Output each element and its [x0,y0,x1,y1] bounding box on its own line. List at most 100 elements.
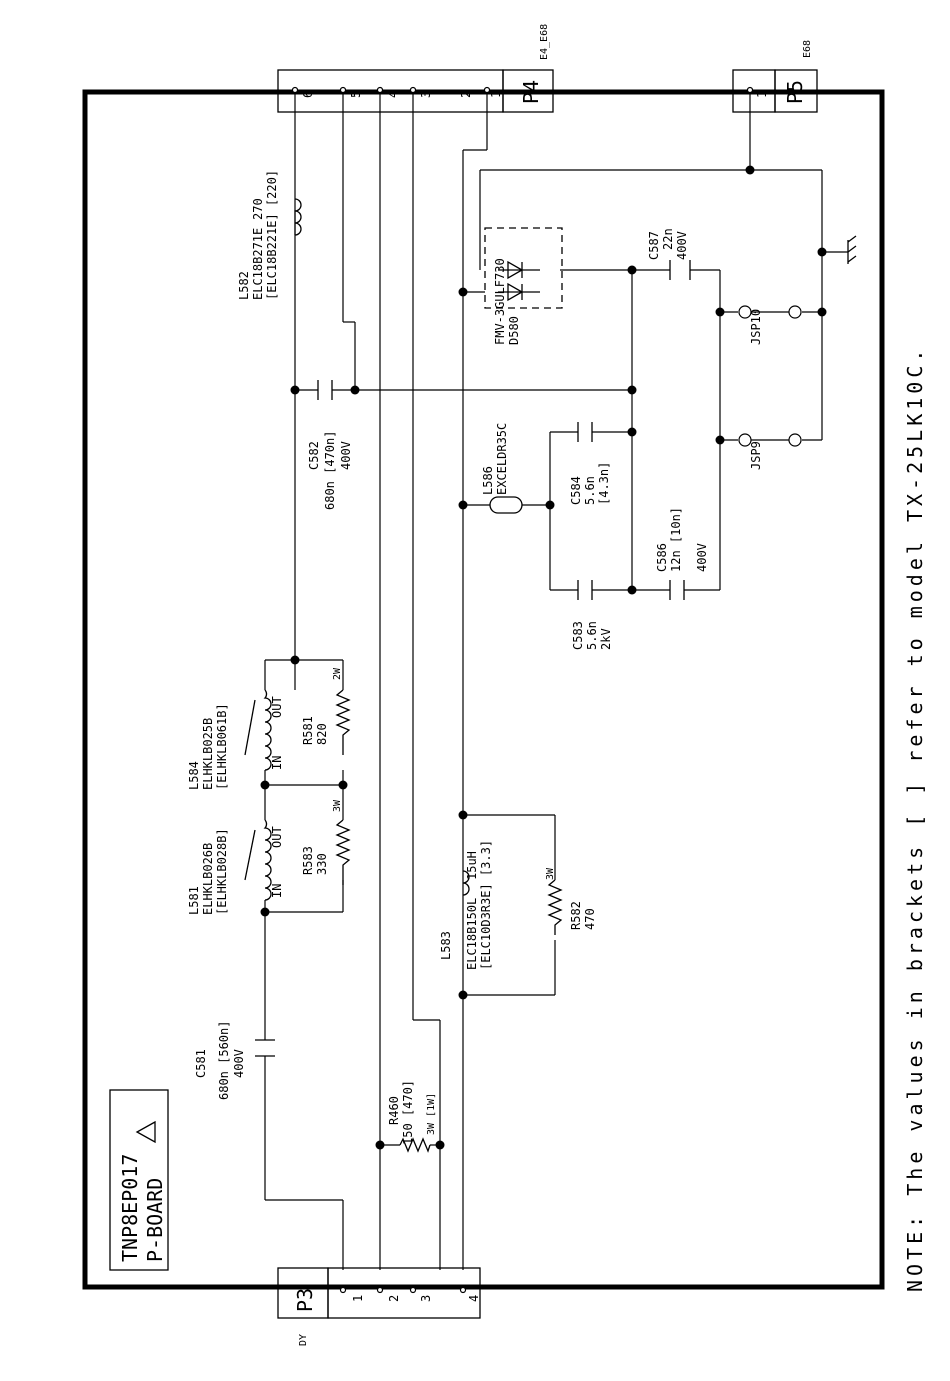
c581-capacitor [255,1039,275,1057]
p4-ref: P4 [519,80,543,104]
c584-ref: C584 [569,476,583,505]
c582-ref: C582 [307,441,321,470]
c584-capacitor [577,422,593,442]
l581-alt: [ELHKLB028B] [215,828,229,915]
p4-pin5: 5 [349,91,363,98]
l584-out: OUT [270,696,284,718]
p3-ref: P3 [293,1288,317,1312]
l581-in: IN [270,884,284,898]
c581-voltage: 400V [232,1049,246,1078]
r581-ref: R581 [301,716,315,745]
c587-value: 22n [661,228,675,250]
c583-voltage: 2kV [599,628,613,650]
r460-resistor [399,1137,431,1153]
l583-alt: [ELC10D3R3E] [3.3] [479,840,493,970]
l584-part: ELHKLB025B [201,718,215,790]
l582-ref: L582 [237,271,251,300]
p5-ref: P5 [783,80,807,104]
p5-pin1: 1 [755,91,769,98]
model-note: NOTE: The values in brackets [ ] refer t… [903,346,927,1292]
l584-inductor [244,689,272,771]
r460-power: 3W [1W] [426,1093,437,1135]
c581-ref: C581 [194,1049,208,1078]
c587-ref: C587 [647,231,661,260]
l584-in: IN [270,756,284,770]
board-part: TNP8EP017 [118,1154,142,1262]
p4-tag: E4_E68 [539,24,550,60]
p3-pin3: 3 [419,1295,433,1302]
c587-capacitor [669,260,691,280]
c587-voltage: 400V [675,231,689,260]
c584-value: 5.6n [583,476,597,505]
r583-ref: R583 [301,846,315,875]
l581-inductor [244,819,272,901]
r582-resistor [547,879,563,935]
c582-capacitor [317,380,333,400]
l583-value: 15uH [465,851,479,880]
d580-ref: D580 [507,316,521,345]
p3-pin1: 1 [351,1295,365,1302]
r583-value: 330 [315,853,329,875]
jsp9-jumper [738,433,802,447]
p4-pin6: 6 [301,91,315,98]
c583-ref: C583 [571,621,585,650]
ground-icon [847,235,857,264]
connector-p4: P4 E4_E68 6 5 4 3 2 1 [277,24,554,113]
l581-out: OUT [270,826,284,848]
l582-coil [294,198,302,236]
r582-power: 3W [545,867,556,880]
c586-value: 12n [10n] [669,507,683,572]
l581-part: ELHKLB026B [201,843,215,915]
l582-alt: [ELC18B221E] [220] [265,170,279,300]
junction-dots [260,165,827,1150]
p3-pin4: 4 [467,1295,481,1302]
c582-value: 680n [470n] [323,431,337,510]
l583-part: ELC18B150L [465,898,479,970]
c586-ref: C586 [655,543,669,572]
l582-part: ELC18B271E [251,228,265,300]
p3-pin2: 2 [387,1295,401,1302]
p4-pin2: 2 [459,91,473,98]
p5-tag: E68 [802,40,813,58]
r582-ref: R582 [569,901,583,930]
board-name: P-BOARD [143,1178,167,1262]
board-title-box [109,1089,169,1271]
c584-alt: [4.3n] [597,462,611,505]
l583-coil [462,870,470,896]
p4-pin4: 4 [386,91,400,98]
p3-tag: DY [298,1334,309,1346]
l584-ref: L584 [187,761,201,790]
c581-value: 680n [560n] [217,1021,231,1100]
r583-resistor [335,819,351,885]
l582-value: 270 [251,198,265,220]
c586-capacitor [669,580,685,600]
wiring [264,90,848,1270]
r583-power: 3W [332,799,343,812]
l586-ref: L586 [481,466,495,495]
c582-voltage: 400V [339,441,353,470]
l584-alt: [ELHKLB061B] [215,703,229,790]
connector-p3: P3 DY 1 2 3 4 [277,1267,481,1346]
l586-part: EXCELDR35C [495,423,509,495]
r581-power: 2W [332,667,343,680]
d580-diode-pack [484,227,563,309]
r460-ref: R460 [387,1096,401,1125]
c583-value: 5.6n [585,621,599,650]
l581-ref: L581 [187,886,201,915]
l586-bead [489,496,523,514]
p4-pin3: 3 [419,91,433,98]
jsp10-ref: JSP10 [749,309,763,345]
r460-value: 150 [470] [401,1080,415,1145]
l583-ref: L583 [439,931,453,960]
board-outline [82,89,885,1290]
jsp10-jumper [738,305,802,319]
r581-resistor [335,689,351,755]
r582-value: 470 [583,908,597,930]
connector-p5: P5 E68 1 [732,40,818,113]
d580-part: FMV-3GULF730 [493,258,507,345]
p4-pin1: 1 [489,91,503,98]
c583-capacitor [577,580,593,600]
c586-voltage: 400V [695,543,709,572]
jsp9-ref: JSP9 [749,441,763,470]
